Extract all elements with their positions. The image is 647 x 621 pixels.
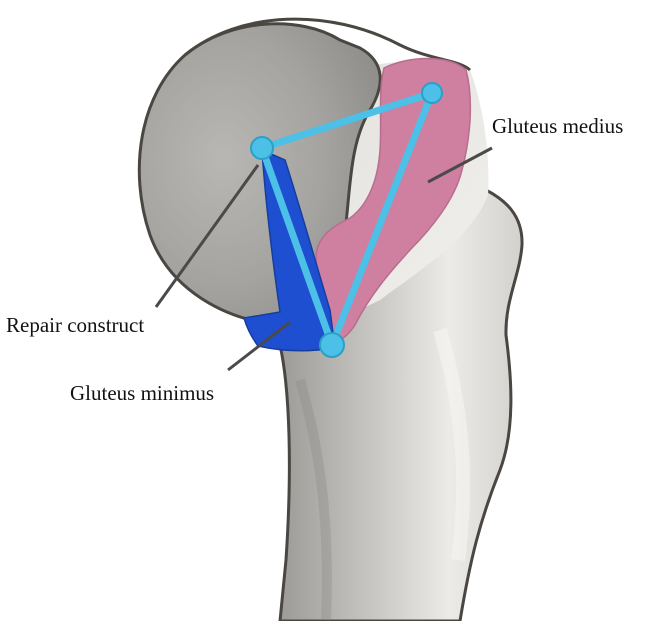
label-gluteus-minimus: Gluteus minimus bbox=[70, 383, 214, 404]
label-gluteus-medius: Gluteus medius bbox=[492, 116, 623, 137]
label-repair-construct: Repair construct bbox=[6, 315, 144, 336]
anchor-point-top-left bbox=[251, 137, 273, 159]
anchor-point-top-right bbox=[422, 83, 442, 103]
anchor-point-bottom bbox=[320, 333, 344, 357]
